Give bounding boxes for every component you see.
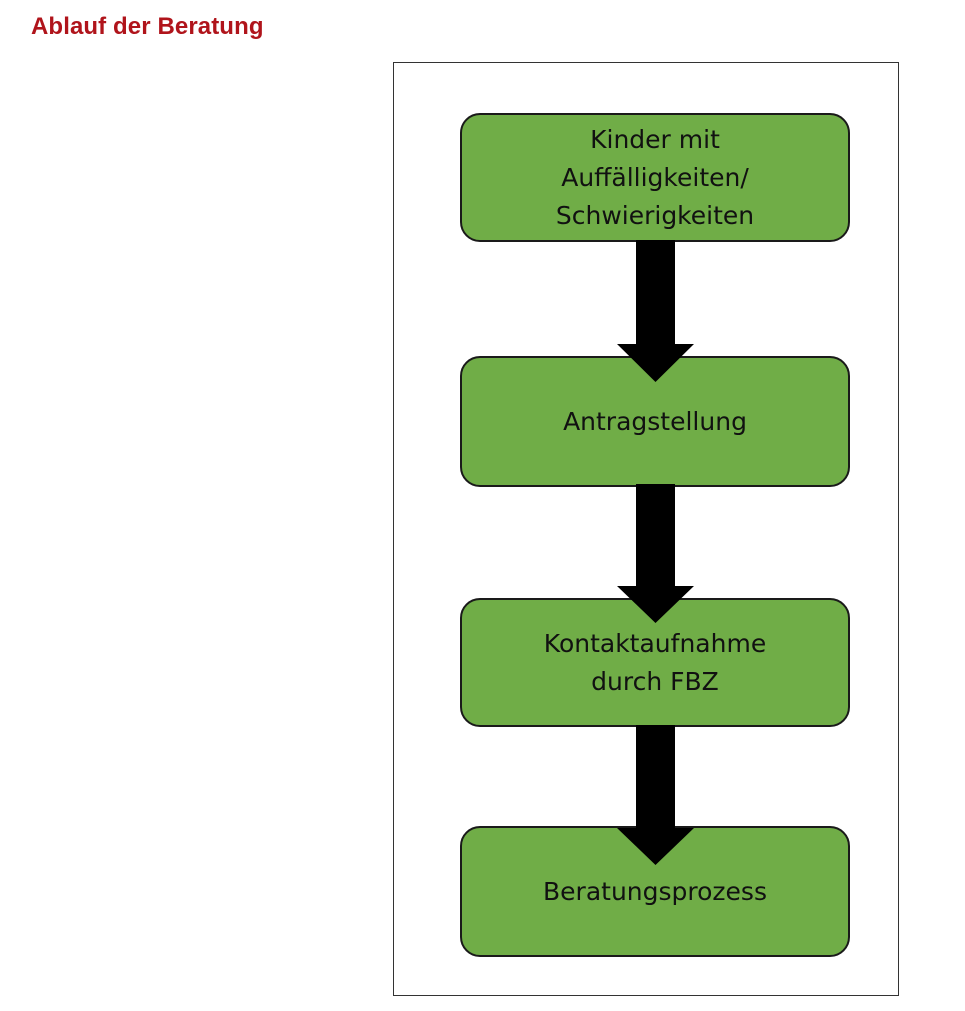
arrow-down-icon: [617, 725, 694, 865]
step-text-line: Kinder mit: [590, 124, 720, 154]
step-text-line: Beratungsprozess: [543, 876, 767, 906]
step-text-line: Antragstellung: [563, 406, 747, 436]
step-text-line: Schwierigkeiten: [555, 200, 755, 230]
step-text-line: Kontaktaufnahme: [543, 628, 767, 658]
step-text-line: durch FBZ: [591, 666, 719, 696]
arrow-down-icon: [617, 484, 694, 623]
arrow-down-icon: [617, 240, 694, 382]
page-title: Ablauf der Beratung: [31, 13, 264, 40]
step-text-line: Auffälligkeiten/: [561, 162, 749, 192]
step-kinder-mit-auffaelligkeiten: Kinder mit Auffälligkeiten/ Schwierigkei…: [460, 113, 850, 242]
